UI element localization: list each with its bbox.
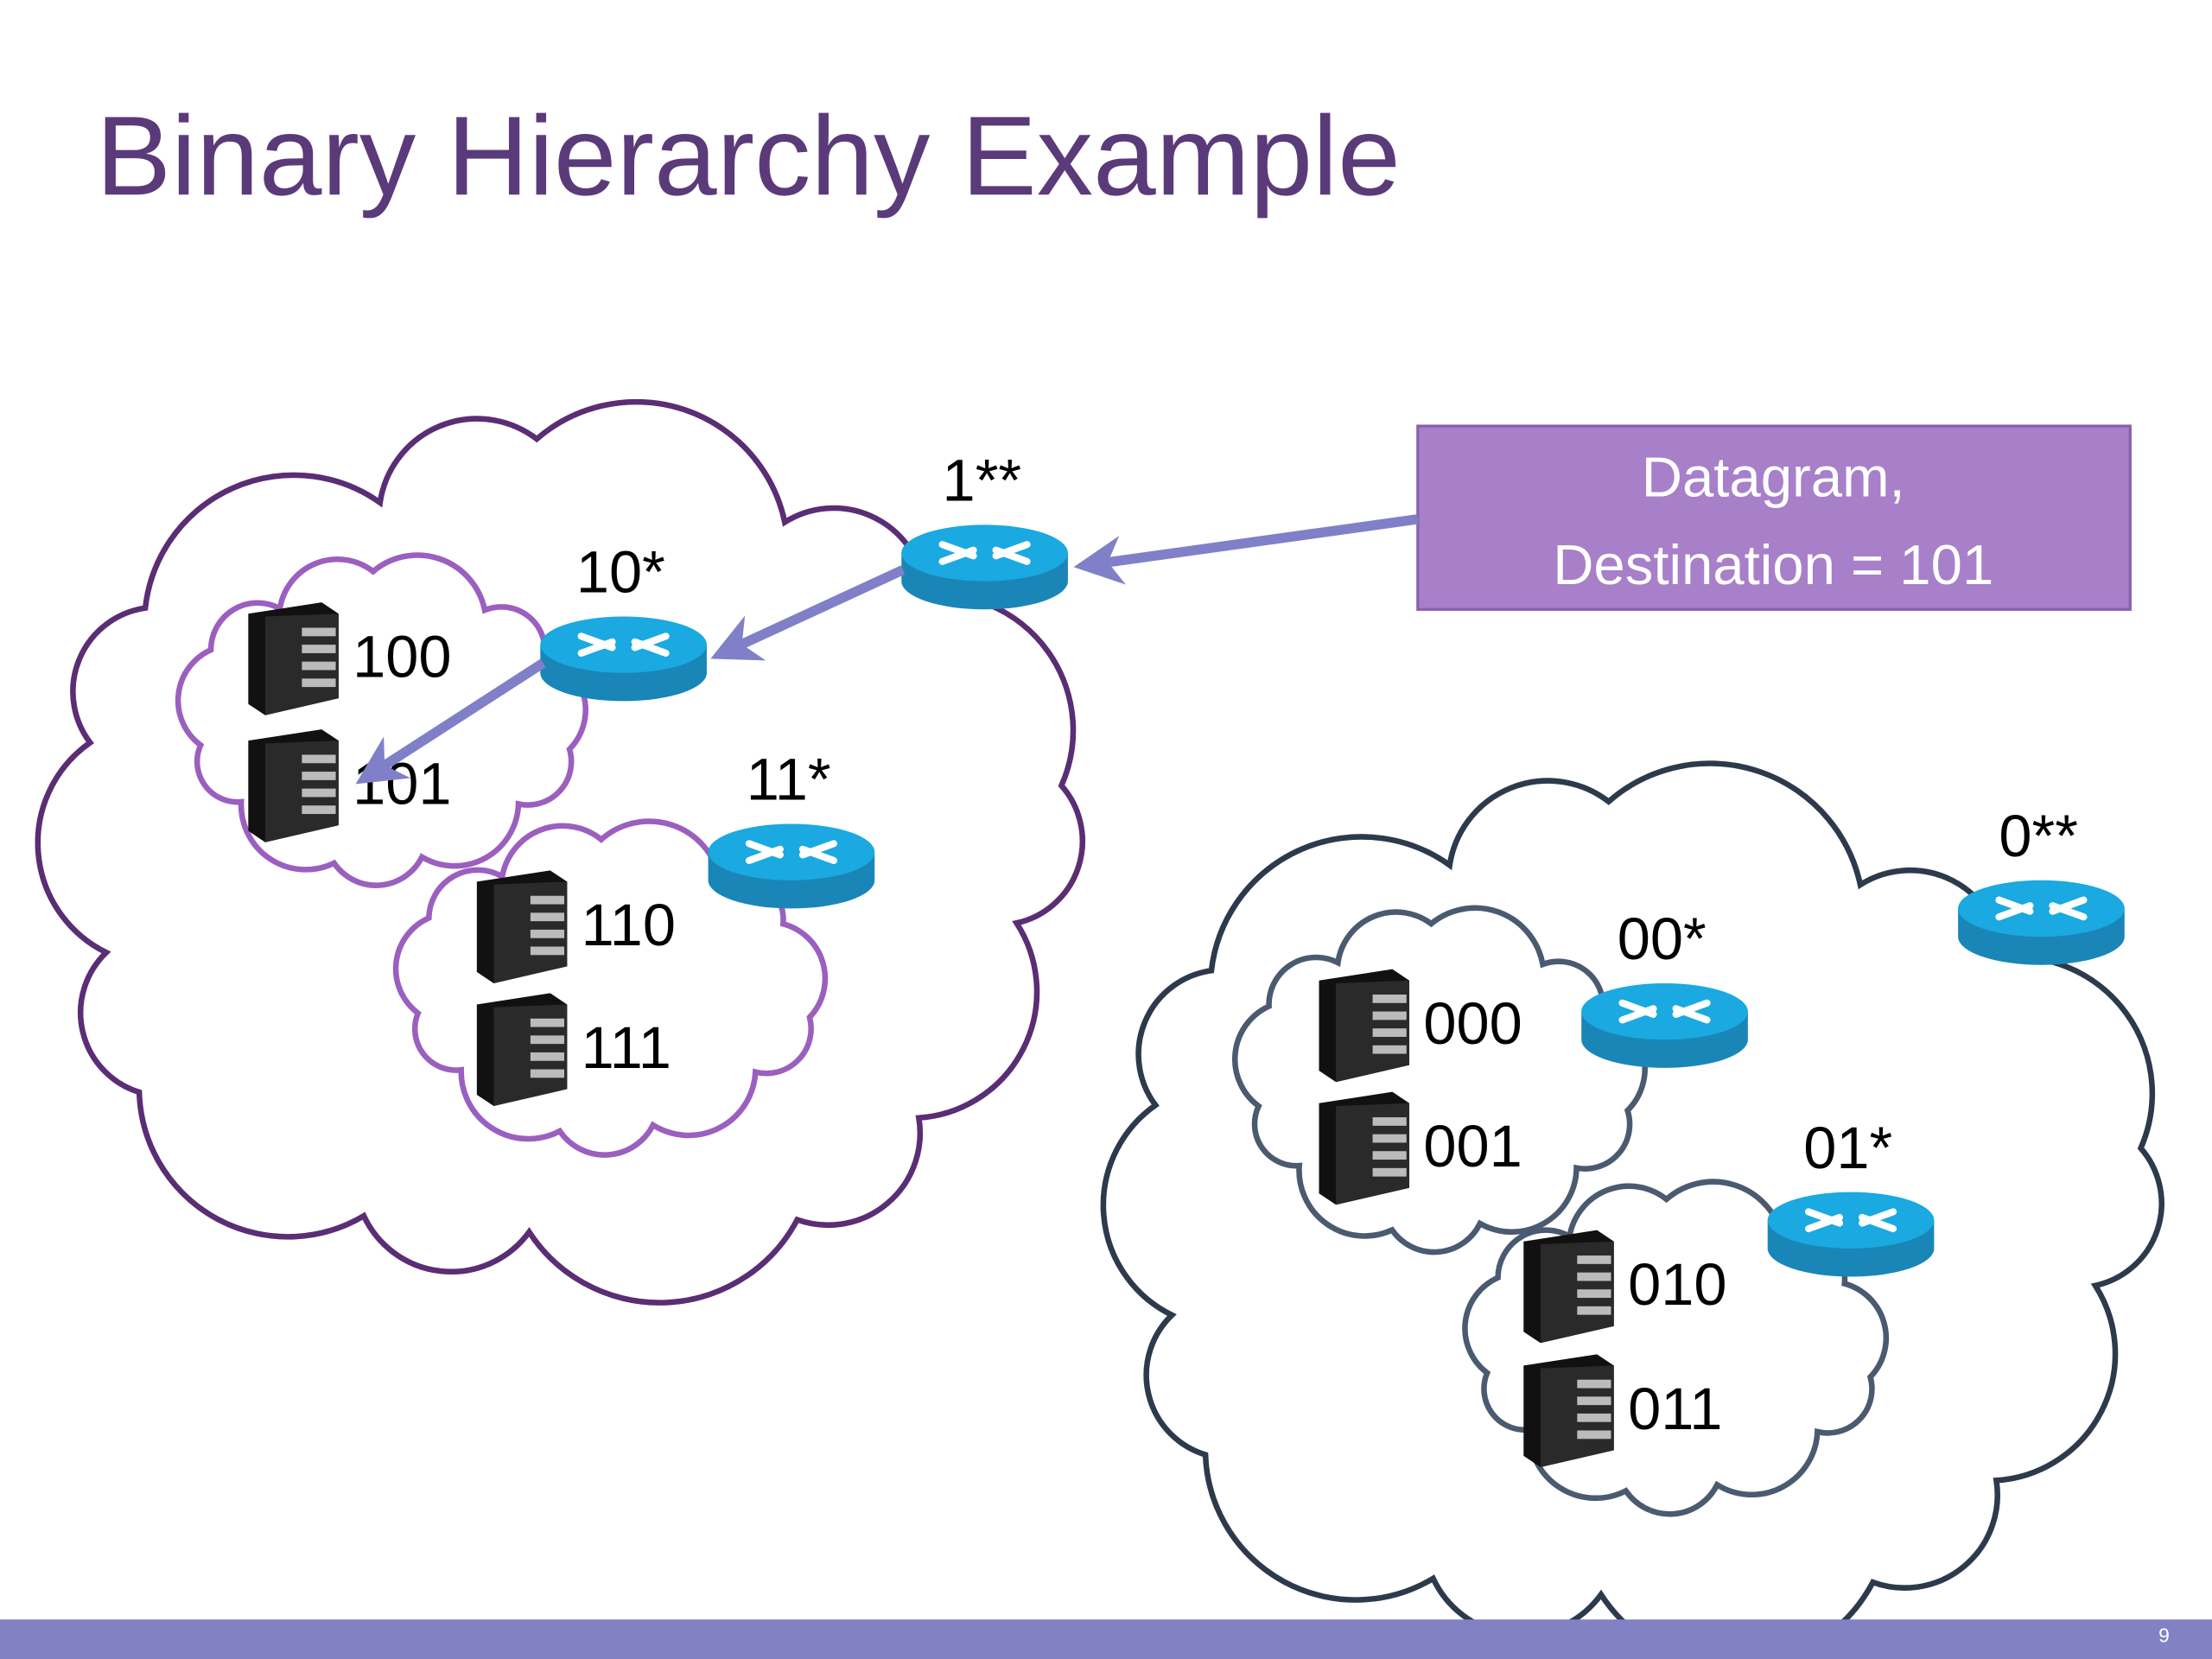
server-icon [1319,969,1410,1083]
host-address-label: 111 [582,1014,671,1081]
server-icon [248,602,339,715]
datagram-box: Datagram, Destination = 101 [1416,424,2132,611]
router-label: 1** [943,448,1022,514]
host-address-label: 110 [582,892,676,958]
router-icon [1767,1192,1935,1277]
router-label: 00* [1618,906,1707,972]
host-address-label: 000 [1423,990,1522,1057]
host-address-label: 011 [1628,1376,1722,1442]
arrow-datagram-to-1xx [1073,514,1419,585]
server-icon [1523,1354,1614,1467]
server-icon [1319,1091,1410,1205]
arrow-1xx-to-10x [710,565,906,661]
router-label: 10* [576,539,665,606]
host-address-label: 010 [1628,1251,1726,1318]
slide-title: Binary Hierarchy Example [96,92,1401,219]
router-label: 0** [1999,803,2078,869]
server-icon [476,993,568,1106]
host-address-label: 100 [353,624,451,690]
host-address-label: 001 [1423,1113,1522,1179]
arrow-10x-to-101 [355,658,546,785]
devices-layer: 1** 10* 11* 0** 00* 01* 100 101 110 111 000 001 010 0… [248,448,2125,1467]
router-label: 11* [747,747,831,813]
datagram-label-line1: Datagram, [1642,446,1905,509]
routing-arrows [355,514,1419,785]
router-icon [901,524,1068,610]
server-icon [1523,1230,1614,1344]
footer-bar [0,1619,2212,1659]
datagram-label-line2: Destination = 101 [1553,533,1993,596]
router-icon [708,823,875,909]
router-icon [1958,880,2125,965]
router-icon [1581,982,1748,1068]
page-number: 9 [2158,1624,2170,1646]
router-label: 01* [1803,1115,1892,1181]
server-icon [248,729,339,842]
server-icon [476,870,568,983]
host-address-label: 101 [353,751,451,817]
router-icon [540,616,707,702]
